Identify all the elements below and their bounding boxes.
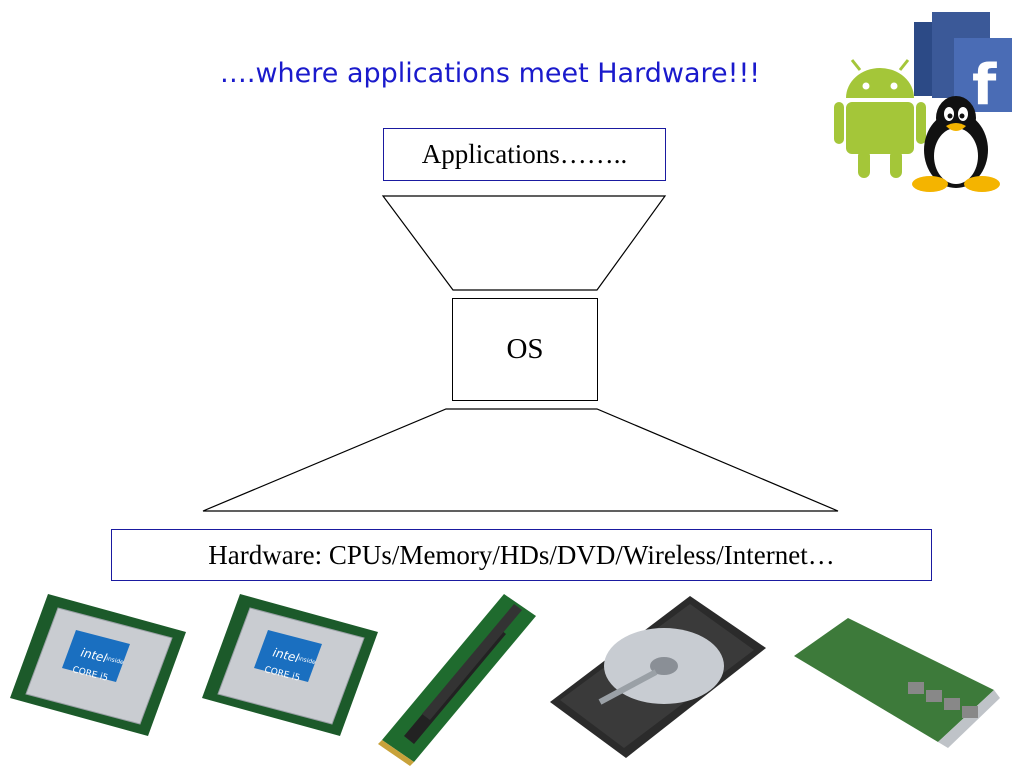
os-logos-cluster: f bbox=[832, 0, 1024, 196]
hardware-box: Hardware: CPUs/Memory/HDs/DVD/Wireless/I… bbox=[111, 529, 932, 581]
svg-text:f: f bbox=[972, 53, 997, 118]
applications-funnel bbox=[383, 196, 665, 290]
applications-label: Applications…….. bbox=[422, 139, 627, 170]
applications-box: Applications…….. bbox=[383, 128, 666, 181]
memory-module-image bbox=[376, 590, 542, 766]
cpu-image-2: intel inside CORE i5 bbox=[200, 590, 382, 740]
hardware-label: Hardware: CPUs/Memory/HDs/DVD/Wireless/I… bbox=[208, 540, 835, 571]
os-box: OS bbox=[452, 298, 598, 401]
hard-drive-image bbox=[540, 592, 770, 762]
os-label: OS bbox=[506, 333, 543, 366]
cpu-image-1: intel inside CORE i5 bbox=[8, 590, 190, 740]
network-card-image bbox=[788, 612, 1006, 752]
android-icon bbox=[834, 60, 926, 178]
hardware-trapezoid bbox=[203, 409, 838, 511]
